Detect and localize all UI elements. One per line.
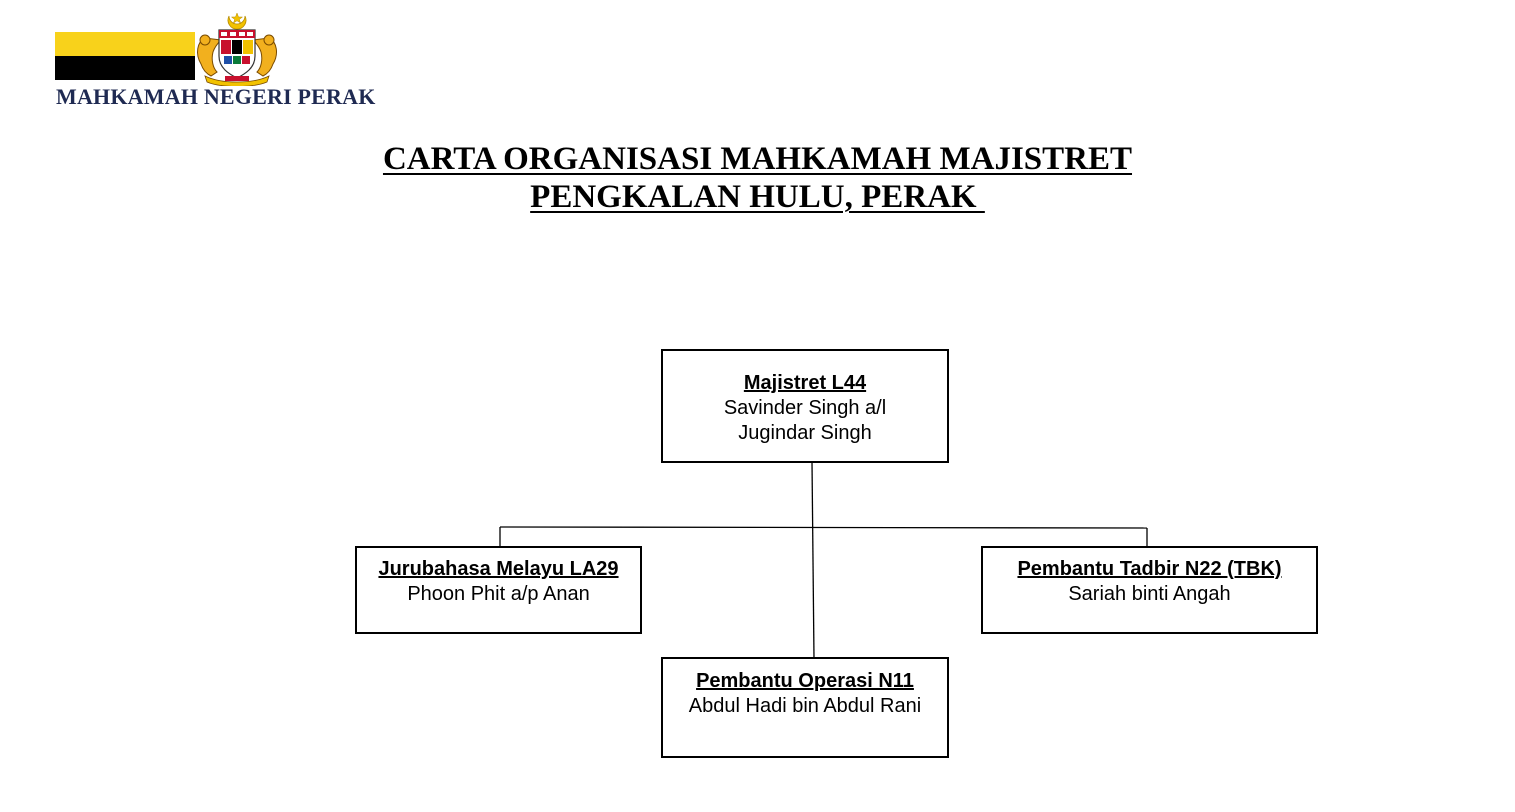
connector-head-down [811,461,815,660]
node-person: Sariah binti Angah [1068,583,1231,605]
node-role: Jurubahasa Melayu LA29 [378,558,619,580]
org-node-admin-assistant: Pembantu Tadbir N22 (TBK) Sariah binti A… [981,546,1318,634]
node-role: Pembantu Operasi N11 [696,670,914,692]
node-person: Savinder Singh a/l Jugindar Singh [723,397,887,444]
chart-title: CARTA ORGANISASI MAHKAMAH MAJISTRET PENG… [0,140,1515,216]
node-person: Phoon Phit a/p Anan [407,583,590,605]
node-person: Abdul Hadi bin Abdul Rani [688,695,922,717]
malaysia-coat-of-arms-icon [197,12,277,86]
node-role: Pembantu Tadbir N22 (TBK) [1017,558,1282,580]
node-role: Majistret L44 [743,372,867,394]
org-node-interpreter: Jurubahasa Melayu LA29 Phoon Phit a/p An… [355,546,642,634]
perak-flag [55,12,195,80]
org-node-magistrate: Majistret L44 Savinder Singh a/l Juginda… [661,349,949,463]
court-name: MAHKAMAH NEGERI PERAK [56,84,376,109]
chart-title-line-1: CARTA ORGANISASI MAHKAMAH MAJISTRET [382,141,1133,177]
connector-horizontal [499,526,1148,529]
org-node-operations-assistant: Pembantu Operasi N11 Abdul Hadi bin Abdu… [661,657,949,758]
chart-title-line-2: PENGKALAN HULU, PERAK [530,179,985,215]
